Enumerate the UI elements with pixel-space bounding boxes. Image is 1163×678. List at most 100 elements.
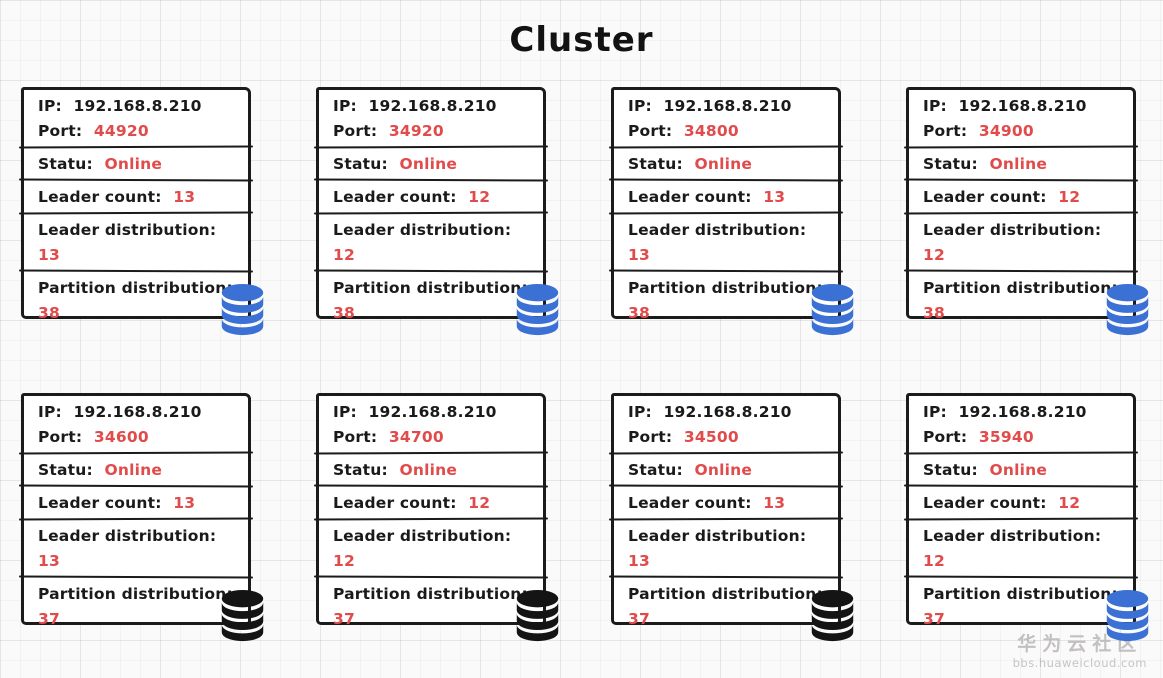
partition-distribution-value: 37	[923, 610, 945, 628]
partition-distribution-value: 38	[628, 304, 650, 322]
partition-distribution-value: 37	[38, 610, 60, 628]
node-card: IP: 192.168.8.210 Port: 34600 Statu: Onl…	[18, 393, 264, 642]
port-row: Port: 35940	[923, 425, 1119, 450]
node-card: IP: 192.168.8.210 Port: 34700 Statu: Onl…	[313, 393, 559, 642]
port-row: Port: 34920	[333, 119, 529, 144]
card-section-status: Statu: Online	[333, 454, 529, 485]
port-row: Port: 34800	[628, 119, 824, 144]
port-value: 35940	[978, 428, 1034, 446]
partition-distribution-label: Partition distribution:	[923, 585, 1118, 603]
leader-count-label: Leader count:	[923, 494, 1047, 512]
status-row: Statu: Online	[628, 458, 824, 483]
leader-distribution-value: 12	[333, 246, 355, 264]
partition-distribution-label: Partition distribution:	[628, 279, 823, 297]
partition-distribution-label: Partition distribution:	[923, 279, 1118, 297]
node-card: IP: 192.168.8.210 Port: 34920 Statu: Onl…	[313, 87, 559, 336]
card-section-partition-distribution: Partition distribution: 38	[333, 272, 529, 328]
port-row: Port: 34500	[628, 425, 824, 450]
database-icon	[811, 589, 854, 642]
leader-count-label: Leader count:	[628, 494, 752, 512]
card-section-leader-count: Leader count: 13	[38, 181, 234, 212]
leader-distribution-row: Leader distribution:	[38, 524, 234, 549]
port-value: 34900	[978, 122, 1034, 140]
card-section-leader-count: Leader count: 12	[333, 181, 529, 212]
database-icon	[1106, 283, 1149, 336]
card-section-leader-count: Leader count: 12	[923, 487, 1119, 518]
leader-count-value: 13	[763, 188, 786, 206]
port-label: Port:	[38, 122, 83, 140]
card-section-leader-count: Leader count: 12	[923, 181, 1119, 212]
leader-distribution-value: 13	[628, 246, 650, 264]
leader-distribution-label: Leader distribution:	[333, 221, 512, 239]
leader-distribution-value-row: 12	[923, 549, 1119, 574]
card-section-network: IP: 192.168.8.210 Port: 34900	[923, 90, 1119, 146]
status-row: Statu: Online	[333, 458, 529, 483]
partition-distribution-row: Partition distribution:	[38, 582, 234, 607]
card-section-network: IP: 192.168.8.210 Port: 34600	[38, 396, 234, 452]
ip-label: IP:	[923, 97, 947, 115]
ip-label: IP:	[333, 403, 357, 421]
node-card: IP: 192.168.8.210 Port: 34500 Statu: Onl…	[608, 393, 854, 642]
leader-count-value: 12	[1058, 188, 1081, 206]
database-icon	[516, 589, 559, 642]
leader-distribution-row: Leader distribution:	[923, 524, 1119, 549]
partition-distribution-value: 37	[628, 610, 650, 628]
partition-distribution-value-row: 38	[628, 301, 824, 326]
partition-distribution-row: Partition distribution:	[923, 276, 1119, 301]
leader-distribution-label: Leader distribution:	[628, 221, 807, 239]
port-label: Port:	[333, 122, 378, 140]
status-row: Statu: Online	[38, 152, 234, 177]
partition-distribution-label: Partition distribution:	[333, 279, 528, 297]
port-value: 34700	[388, 428, 444, 446]
node-card: IP: 192.168.8.210 Port: 44920 Statu: Onl…	[18, 87, 264, 336]
card-section-network: IP: 192.168.8.210 Port: 34700	[333, 396, 529, 452]
watermark: 华为云社区 bbs.huaweicloud.com	[1013, 629, 1147, 670]
card-section-leader-distribution: Leader distribution: 12	[923, 520, 1119, 576]
ip-row: IP: 192.168.8.210	[628, 400, 824, 425]
status-value: Online	[399, 461, 458, 479]
watermark-community: 华为云社区	[1017, 633, 1143, 655]
leader-distribution-label: Leader distribution:	[923, 527, 1102, 545]
card-section-status: Statu: Online	[38, 454, 234, 485]
status-value: Online	[104, 155, 163, 173]
partition-distribution-value: 38	[923, 304, 945, 322]
ip-value: 192.168.8.210	[73, 97, 202, 115]
status-label: Statu:	[38, 155, 93, 173]
ip-label: IP:	[38, 403, 62, 421]
card-section-partition-distribution: Partition distribution: 37	[923, 578, 1119, 634]
partition-distribution-row: Partition distribution:	[38, 276, 234, 301]
leader-count-value: 12	[1058, 494, 1081, 512]
card-section-leader-distribution: Leader distribution: 13	[38, 520, 234, 576]
card-section-network: IP: 192.168.8.210 Port: 34500	[628, 396, 824, 452]
leader-count-row: Leader count: 13	[628, 185, 824, 210]
leader-distribution-row: Leader distribution:	[333, 218, 529, 243]
ip-row: IP: 192.168.8.210	[38, 94, 234, 119]
leader-count-label: Leader count:	[923, 188, 1047, 206]
card-section-leader-distribution: Leader distribution: 12	[923, 214, 1119, 270]
port-label: Port:	[628, 122, 673, 140]
leader-count-value: 13	[173, 188, 196, 206]
leader-count-label: Leader count:	[38, 494, 162, 512]
page-title: Cluster	[509, 20, 654, 60]
leader-distribution-row: Leader distribution:	[333, 524, 529, 549]
ip-value: 192.168.8.210	[368, 403, 497, 421]
leader-distribution-value: 12	[923, 246, 945, 264]
ip-value: 192.168.8.210	[73, 403, 202, 421]
partition-distribution-value: 37	[333, 610, 355, 628]
card-section-leader-distribution: Leader distribution: 13	[628, 214, 824, 270]
card-section-network: IP: 192.168.8.210 Port: 35940	[923, 396, 1119, 452]
node-card: IP: 192.168.8.210 Port: 34800 Statu: Onl…	[608, 87, 854, 336]
database-icon	[1106, 589, 1149, 642]
port-value: 44920	[93, 122, 149, 140]
leader-distribution-value: 12	[923, 552, 945, 570]
port-row: Port: 44920	[38, 119, 234, 144]
leader-distribution-value-row: 13	[38, 549, 234, 574]
partition-distribution-label: Partition distribution:	[628, 585, 823, 603]
partition-distribution-row: Partition distribution:	[333, 582, 529, 607]
card-section-network: IP: 192.168.8.210 Port: 44920	[38, 90, 234, 146]
card-section-partition-distribution: Partition distribution: 37	[38, 578, 234, 634]
port-row: Port: 34900	[923, 119, 1119, 144]
partition-distribution-row: Partition distribution:	[923, 582, 1119, 607]
leader-distribution-value: 13	[38, 246, 60, 264]
status-label: Statu:	[923, 155, 978, 173]
